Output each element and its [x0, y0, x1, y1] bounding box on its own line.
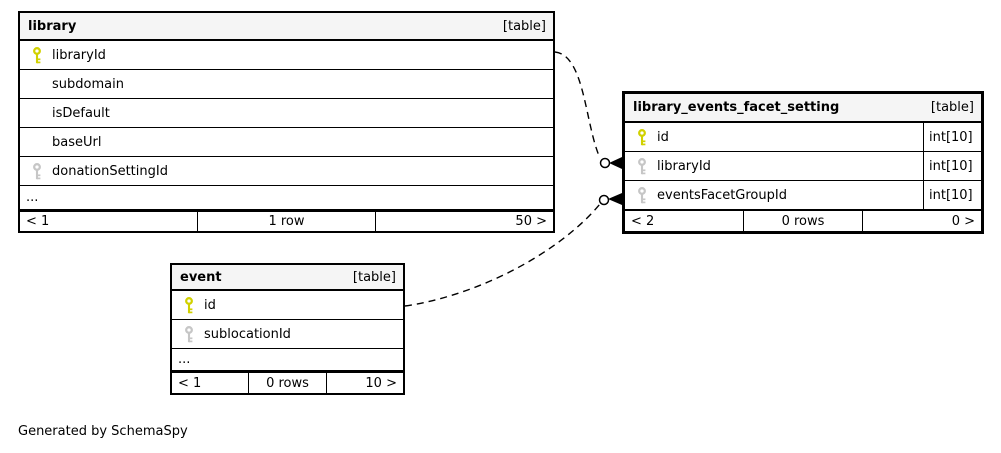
column-name: libraryId — [657, 158, 711, 174]
column-name: isDefault — [52, 105, 110, 121]
fk-circle-icon — [599, 157, 611, 169]
column-name: id — [657, 129, 669, 145]
generator-note: Generated by SchemaSpy — [18, 424, 188, 439]
primary-key-icon — [634, 128, 650, 146]
fk-circle-icon — [598, 194, 610, 206]
column-name: donationSettingId — [52, 163, 168, 179]
more-columns-ellipsis: ... — [20, 186, 553, 210]
table-footer: < 1 0 rows 10 > — [172, 371, 403, 393]
ellipsis-text: ... — [178, 352, 191, 367]
more-columns-ellipsis: ... — [172, 349, 403, 371]
column-type: int[10] — [923, 123, 981, 151]
table-type-label: [table] — [502, 18, 546, 34]
column-name: id — [204, 297, 216, 313]
column-row: donationSettingId — [20, 157, 553, 186]
footer-children-count: 0 > — [862, 211, 981, 231]
column-type: int[10] — [923, 181, 981, 209]
foreign-key-icon — [29, 162, 45, 180]
column-row: id int[10] — [625, 123, 981, 152]
column-row: eventsFacetGroupId int[10] — [625, 181, 981, 210]
column-row: id — [172, 291, 403, 320]
fk-arrowhead-icon — [608, 193, 622, 205]
table-type-label: [table] — [352, 269, 396, 285]
foreign-key-icon — [634, 157, 650, 175]
table-library-events-facet-setting[interactable]: library_events_facet_setting [table] id … — [622, 91, 984, 234]
table-name: library — [28, 18, 77, 34]
column-name: libraryId — [52, 47, 106, 63]
footer-row-count: 0 rows — [743, 211, 862, 231]
footer-parents-count: < 1 — [178, 375, 202, 391]
table-name: library_events_facet_setting — [633, 100, 840, 115]
footer-children-count: 10 > — [325, 373, 403, 393]
column-name: baseUrl — [52, 134, 102, 150]
footer-row-count: 0 rows — [248, 373, 325, 393]
footer-parents-count: < 1 — [26, 214, 50, 229]
fk-arrowhead-icon — [609, 157, 622, 169]
table-footer: < 1 1 row 50 > — [20, 210, 553, 231]
footer-parents-count: < 2 — [631, 213, 655, 229]
column-row: subdomain — [20, 70, 553, 99]
table-footer: < 2 0 rows 0 > — [625, 210, 981, 231]
table-type-label: [table] — [930, 100, 974, 115]
column-name: eventsFacetGroupId — [657, 187, 787, 203]
column-row: libraryId — [20, 41, 553, 70]
table-library-header[interactable]: library [table] — [20, 13, 553, 41]
column-type: int[10] — [923, 152, 981, 180]
footer-row-count: 1 row — [197, 212, 375, 231]
column-name: subdomain — [52, 76, 124, 92]
foreign-key-icon — [181, 325, 197, 343]
column-row: sublocationId — [172, 320, 403, 349]
foreign-key-icon — [634, 186, 650, 204]
table-header[interactable]: library_events_facet_setting [table] — [625, 94, 981, 123]
table-event-header[interactable]: event [table] — [172, 265, 403, 291]
primary-key-icon — [181, 296, 197, 314]
column-name: sublocationId — [204, 326, 291, 342]
table-name: event — [180, 269, 222, 285]
table-event[interactable]: event [table] id sublocationId ... < 1 0… — [170, 263, 405, 395]
table-library[interactable]: library [table] libraryId subdomain isDe… — [18, 11, 555, 233]
fk-line-event-to-facet-setting — [404, 203, 601, 307]
fk-line-library-to-facet-setting — [554, 51, 601, 159]
ellipsis-text: ... — [26, 190, 39, 205]
column-row: baseUrl — [20, 128, 553, 157]
primary-key-icon — [29, 46, 45, 64]
column-row: libraryId int[10] — [625, 152, 981, 181]
column-row: isDefault — [20, 99, 553, 128]
footer-children-count: 50 > — [375, 212, 553, 231]
